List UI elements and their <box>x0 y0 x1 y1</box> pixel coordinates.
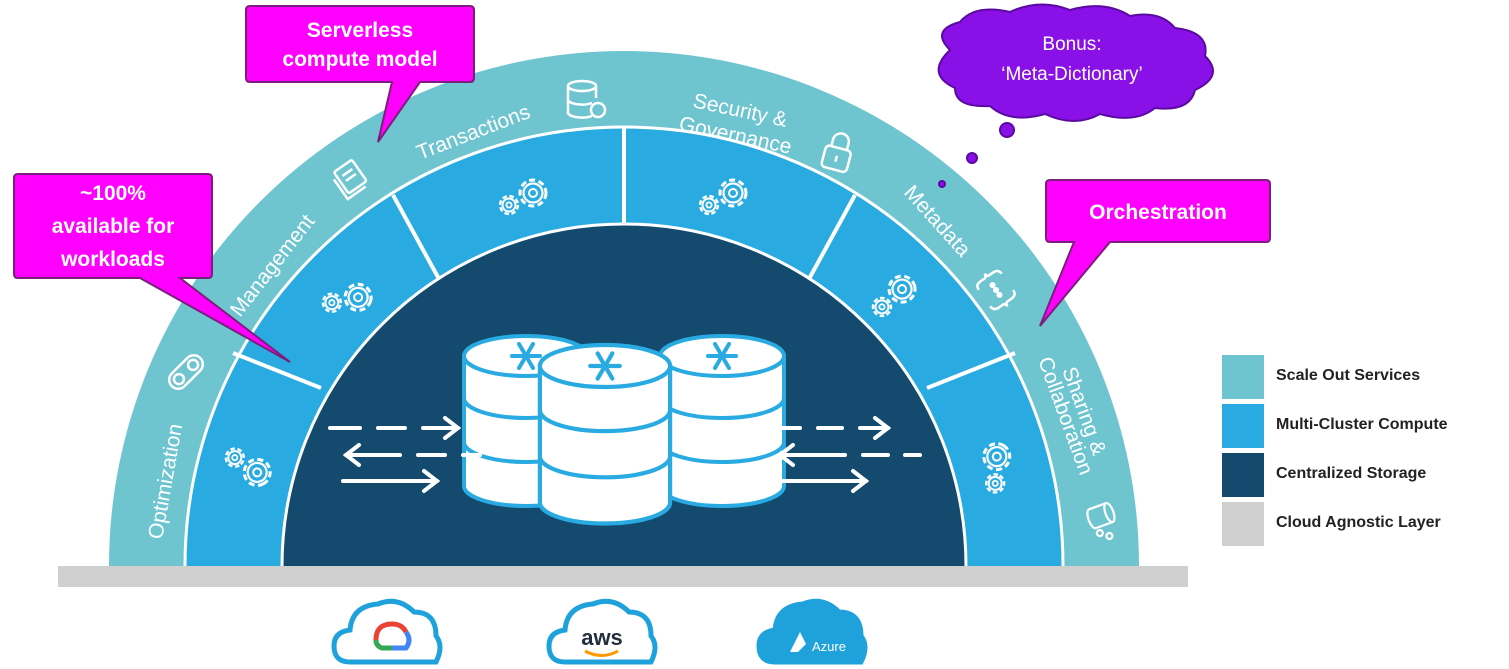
data-flow-arrows-right <box>770 416 922 493</box>
legend-swatch-storage <box>1222 453 1264 497</box>
legend-label-scale-out: Scale Out Services <box>1276 367 1421 384</box>
callout-serverless: Serverless compute model <box>245 5 475 143</box>
legend-label-storage: Centralized Storage <box>1276 465 1427 482</box>
legend-item-scale-out: Scale Out Services <box>1222 355 1502 399</box>
bonus-thought-cloud <box>937 3 1214 188</box>
legend-swatch-cloud-layer <box>1222 502 1264 546</box>
legend-item-cloud-layer: Cloud Agnostic Layer <box>1222 502 1502 546</box>
availability-line1: ~100% <box>80 182 146 205</box>
cloud-agnostic-layer <box>58 566 1188 587</box>
legend-swatch-scale-out <box>1222 355 1264 399</box>
callout-availability: ~100% available for workloads <box>13 173 291 363</box>
legend-item-storage: Centralized Storage <box>1222 453 1502 497</box>
legend-swatch-compute <box>1222 404 1264 448</box>
serverless-line2: compute model <box>282 48 437 71</box>
lock-icon <box>820 132 852 174</box>
documents-icon <box>332 159 368 201</box>
availability-line3: workloads <box>60 248 165 271</box>
google-cloud-icon <box>331 598 443 665</box>
aws-label: aws <box>581 625 623 650</box>
toggle-icon <box>167 353 205 391</box>
azure-cloud-icon: Azure <box>756 598 868 665</box>
orchestration-label: Orchestration <box>1089 201 1227 224</box>
aws-cloud-icon: aws <box>546 598 658 665</box>
compute-segment-dividers <box>232 127 1016 390</box>
data-flow-arrows-left <box>328 416 482 493</box>
legend-label-cloud-layer: Cloud Agnostic Layer <box>1276 514 1441 531</box>
legend-item-compute: Multi-Cluster Compute <box>1222 404 1502 448</box>
share-database-icon <box>1086 501 1116 541</box>
availability-line2: available for <box>52 215 175 238</box>
database-sync-icon <box>566 79 607 119</box>
azure-label: Azure <box>812 639 846 654</box>
serverless-line1: Serverless <box>307 19 413 42</box>
bonus-line2: ‘Meta-Dictionary’ <box>1001 64 1142 85</box>
legend-label-compute: Multi-Cluster Compute <box>1276 416 1448 433</box>
callout-orchestration: Orchestration <box>1039 179 1271 327</box>
bonus-line1: Bonus: <box>1042 34 1101 55</box>
snowflake-database-icon <box>462 334 786 524</box>
